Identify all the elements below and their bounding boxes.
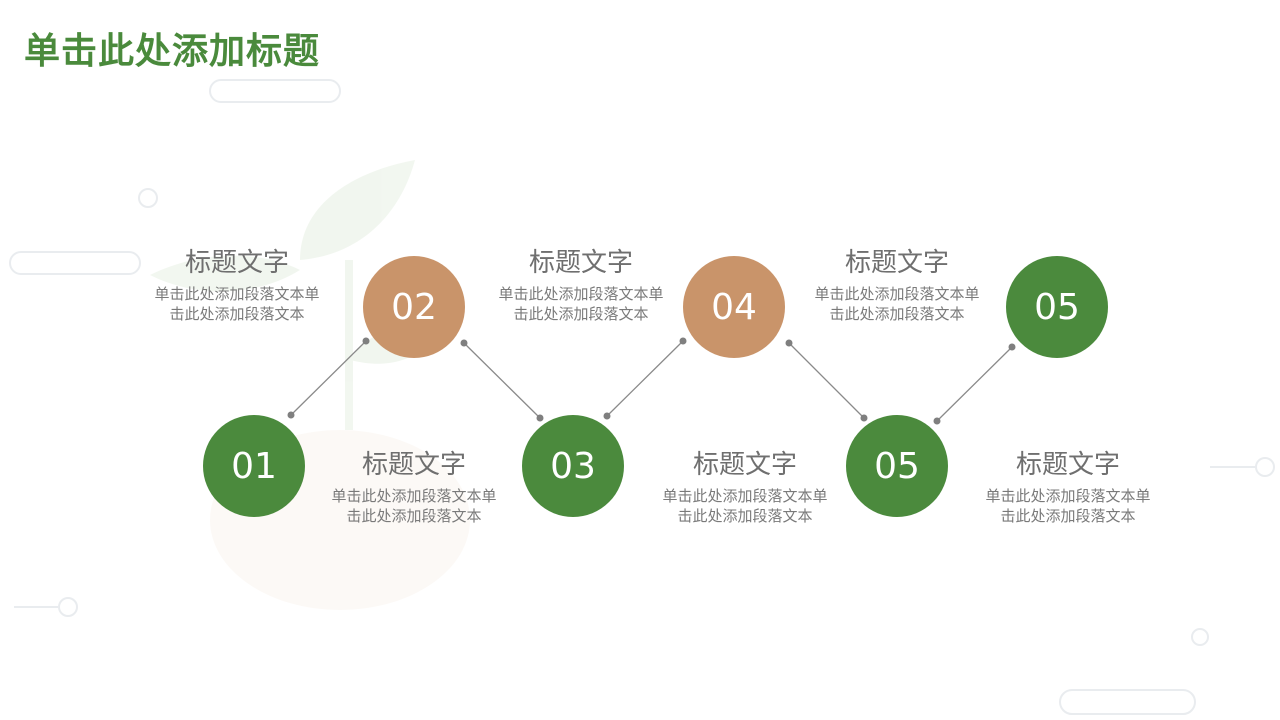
step-title-1[interactable]: 标题文字 [361, 450, 466, 480]
step-text-line1-6[interactable]: 单击此处添加段落文本单 [814, 285, 980, 303]
step-text-block-5: 标题文字 单击此处添加段落文本单 击此处添加段落文本 [963, 448, 1173, 526]
step-text-block-4: 标题文字 单击此处添加段落文本单 击此处添加段落文本 [476, 246, 686, 324]
step-title-5[interactable]: 标题文字 [1015, 450, 1120, 480]
step-circle-2[interactable]: 02 [363, 256, 465, 358]
step-circle-3[interactable]: 03 [522, 415, 624, 517]
step-text-block-2: 标题文字 单击此处添加段落文本单 击此处添加段落文本 [132, 246, 342, 324]
step-title-3[interactable]: 标题文字 [692, 450, 797, 480]
connector-03-04 [606, 340, 684, 417]
step-text-line2-1[interactable]: 击此处添加段落文本 [346, 507, 482, 525]
step-title-4[interactable]: 标题文字 [528, 248, 633, 278]
step-text-line1-1[interactable]: 单击此处添加段落文本单 [331, 487, 497, 505]
step-text-line2-4[interactable]: 击此处添加段落文本 [513, 305, 649, 323]
step-text-line2-2[interactable]: 击此处添加段落文本 [169, 305, 305, 323]
step-text-line1-2[interactable]: 单击此处添加段落文本单 [154, 285, 320, 303]
step-circle-5[interactable]: 05 [846, 415, 948, 517]
step-text-line2-6[interactable]: 击此处添加段落文本 [829, 305, 965, 323]
step-title-2[interactable]: 标题文字 [184, 248, 289, 278]
step-text-line1-3[interactable]: 单击此处添加段落文本单 [662, 487, 828, 505]
step-text-block-1: 标题文字 单击此处添加段落文本单 击此处添加段落文本 [309, 448, 519, 526]
step-circle-4[interactable]: 04 [683, 256, 785, 358]
step-text-line2-3[interactable]: 击此处添加段落文本 [677, 507, 813, 525]
step-title-6[interactable]: 标题文字 [844, 248, 949, 278]
step-text-block-3: 标题文字 单击此处添加段落文本单 击此处添加段落文本 [640, 448, 850, 526]
connector-01-02 [290, 340, 367, 416]
connector-04-05 [788, 342, 865, 419]
step-text-line2-5[interactable]: 击此处添加段落文本 [1000, 507, 1136, 525]
step-text-line1-5[interactable]: 单击此处添加段落文本单 [985, 487, 1151, 505]
connector-02-03 [463, 342, 541, 419]
step-circle-6[interactable]: 05 [1006, 256, 1108, 358]
step-circle-1[interactable]: 01 [203, 415, 305, 517]
slide-title[interactable]: 单击此处添加标题 [24, 31, 321, 72]
step-text-block-6: 标题文字 单击此处添加段落文本单 击此处添加段落文本 [792, 246, 1002, 324]
step-text-line1-4[interactable]: 单击此处添加段落文本单 [498, 285, 664, 303]
connector-05-06 [936, 346, 1013, 422]
